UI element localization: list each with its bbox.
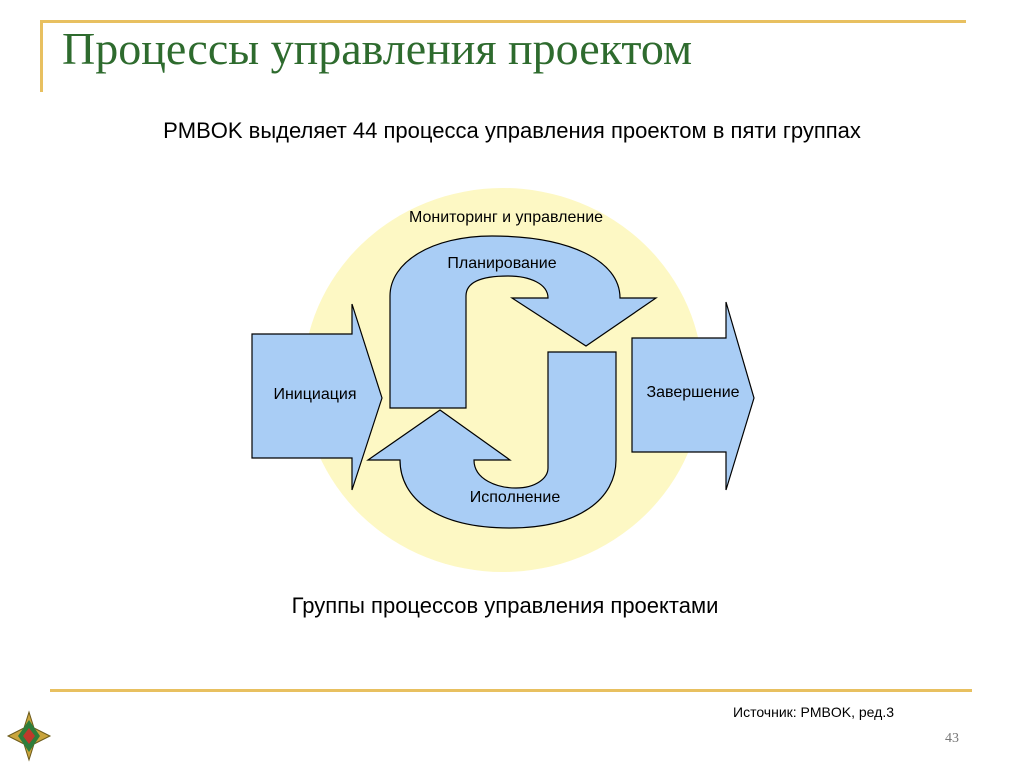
planning-arrow — [389, 235, 658, 409]
source-note: Источник: PMBOK, ред.3 — [733, 704, 894, 720]
label-planning: Планирование — [447, 255, 556, 272]
closing-arrow — [631, 301, 755, 491]
label-closing: Завершение — [646, 384, 739, 401]
label-monitoring: Мониторинг и управление — [409, 209, 603, 226]
initiation-arrow — [251, 303, 383, 491]
bottom-rule — [50, 689, 972, 692]
label-initiation: Инициация — [273, 386, 356, 403]
page-number: 43 — [945, 731, 959, 746]
slide-subtitle: PMBOK выделяет 44 процесса управления пр… — [163, 118, 861, 143]
top-rule — [40, 20, 966, 23]
left-rule — [40, 20, 43, 92]
slide-title: Процессы управления проектом — [62, 23, 693, 74]
label-executing: Исполнение — [470, 489, 561, 506]
executing-arrow — [366, 351, 617, 529]
emblem-icon — [6, 710, 52, 762]
diagram-caption: Группы процессов управления проектами — [291, 593, 719, 618]
